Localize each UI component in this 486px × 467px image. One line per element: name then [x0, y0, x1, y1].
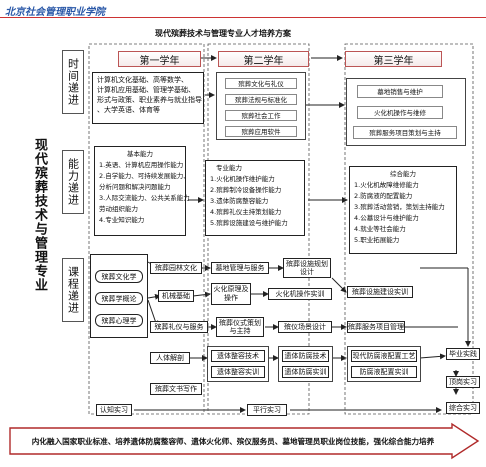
final-practice: 毕业实践: [446, 348, 480, 360]
course-pair: 现代防腐液配置工艺 防腐液配置实训: [347, 346, 421, 382]
course-item: 火化原理及操作: [211, 283, 251, 305]
year3-region: [344, 43, 474, 415]
course-item: 殡葬园林文化: [150, 262, 202, 274]
year-header-3: 第三学年: [345, 51, 442, 67]
row-label-course: 课程递进: [62, 258, 84, 322]
course-pair: 遗体整容技术 遗体整容实训: [207, 346, 269, 382]
page-title: 现代殡葬技术与管理专业人才培养方案: [155, 29, 291, 38]
final-practice: 综合实习: [446, 402, 480, 414]
course-item: 殡葬仪式策划与主持: [216, 317, 264, 337]
ability-box-professional: 专业能力 1.火化机操作维护能力 2.殡葬制冷设备操作能力 3.遗体防腐整容能力…: [205, 160, 305, 236]
course-item: 殡仪场景设计: [278, 321, 332, 333]
course-item: 墓地管理与服务: [211, 262, 269, 274]
time-box-year2: 殡葬文化与礼仪 殡葬法规与标准化 殡葬社会工作 殡葬应用软件: [216, 72, 306, 140]
year1-region: [88, 43, 205, 415]
time-box-year1: 计算机文化基础、高等数学、 计算机应用基础、管理学基础、 形式与政策、职业素养与…: [92, 72, 204, 124]
ability-box-comprehensive: 综合能力 1.火化机故障维修能力 2.防腐液的配置能力 3.殡葬活动营销，策划主…: [349, 166, 457, 254]
course-item: 殡葬服务项目管理: [347, 321, 405, 333]
major-title: 现代殡葬技术与管理专业: [32, 138, 47, 292]
row-label-time: 时间递进: [62, 50, 84, 114]
final-practice: 顶岗实习: [446, 376, 480, 388]
internship-parallel: 平行实习: [247, 404, 287, 416]
header-divider: [0, 17, 486, 18]
course-item: 殡葬学概论: [95, 292, 143, 305]
course-item: 殡葬礼仪与服务: [150, 321, 208, 333]
course-item: 殡葬文书写作: [150, 383, 202, 395]
year-header-2: 第二学年: [218, 51, 309, 67]
banner-arrow-shape: [9, 422, 480, 460]
internship-cognitive: 认知实习: [96, 404, 132, 416]
institution-name: 北京社会管理职业学院: [5, 7, 105, 18]
course-group-foundation: 殡葬文化学 殡葬学概论 殡葬心理学: [90, 254, 148, 338]
banner-text: 内化融入国家职业标准、培养遗体防腐整容师、遗体火化师、殡仪服务员、墓地管理员职业…: [31, 436, 435, 446]
course-item: 殡葬设施规划设计: [283, 258, 331, 278]
course-practice: 火化机操作实训: [268, 288, 332, 300]
course-item: 机械基础: [158, 290, 194, 302]
ability-box-basic: 基本能力 1.英语、计算机应用操作能力 2.自学能力、可持续发展能力、 分析问题…: [94, 146, 190, 236]
course-item: 殡葬心理学: [95, 314, 143, 327]
course-item: 人体解剖: [150, 352, 190, 364]
time-box-year3: 墓地销售与维护 火化机操作与维修 殡葬服务项目策划与主持: [346, 78, 466, 146]
course-item: 殡葬文化学: [95, 270, 143, 283]
course-practice: 殡葬设施建设实训: [347, 286, 413, 298]
year-header-1: 第一学年: [118, 51, 201, 67]
course-pair: 遗体防腐技术 遗体防腐实训: [278, 346, 333, 382]
row-label-ability: 能力递进: [62, 150, 84, 214]
